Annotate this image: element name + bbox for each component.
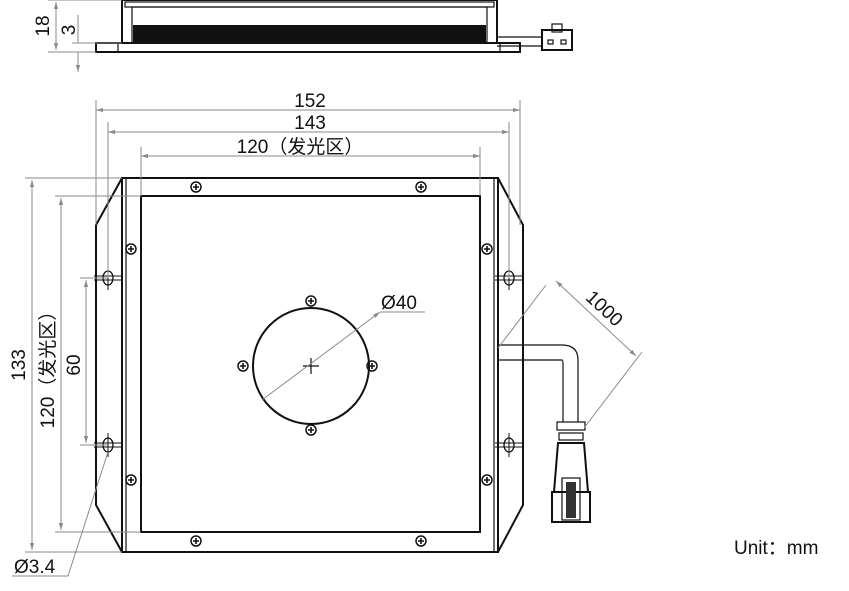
dim-width-overall: 152 [294, 91, 326, 112]
dim-height-total: 18 [33, 15, 54, 36]
cable [498, 344, 591, 523]
dim-height-overall: 133 [9, 349, 30, 381]
dim-height-emitting: 120（发光区） [37, 302, 59, 429]
dim-width-emitting: 120（发光区） [237, 136, 364, 158]
dim-cable-length: 1000 [581, 287, 626, 331]
side-connector-icon [541, 23, 573, 51]
dim-center-hole: Ø40 [381, 293, 417, 314]
unit-label: Unit：mm [734, 538, 818, 559]
front-view: Ø40 1000 152 143 120（发光区） 133 120（发光区） [9, 91, 643, 578]
screw-icon [125, 181, 493, 547]
dim-hole-diameter: Ø3.4 [14, 557, 56, 578]
dim-hole-spacing: 60 [64, 354, 85, 375]
center-hole [252, 307, 370, 425]
dim-height-base: 3 [59, 25, 80, 36]
side-view: 18 3 [33, 0, 573, 72]
dim-width-holes: 143 [294, 113, 326, 134]
